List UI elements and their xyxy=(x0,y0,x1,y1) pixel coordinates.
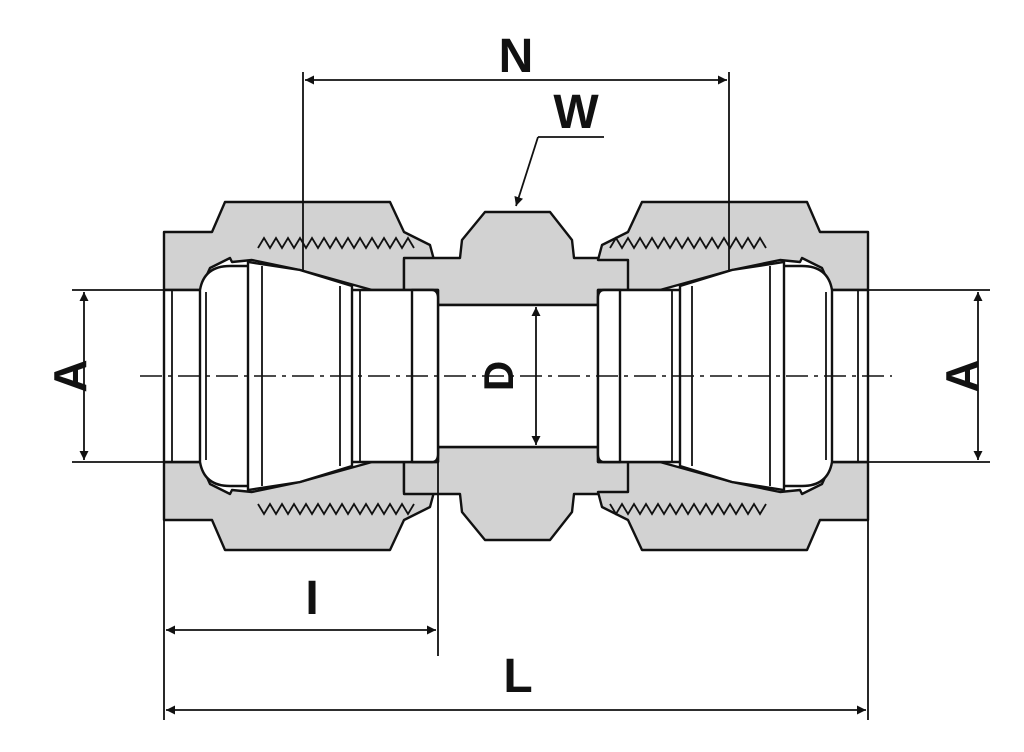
label-a-right: A xyxy=(936,359,988,392)
thread-right-upper xyxy=(609,236,767,250)
dimension-d: D xyxy=(475,307,541,445)
fitting-lower-half-direct xyxy=(162,445,870,552)
thread-right-lower xyxy=(609,502,767,516)
label-n: N xyxy=(499,30,534,83)
thread-left-upper xyxy=(257,236,415,250)
label-w: W xyxy=(553,86,599,139)
dimension-a-right: A xyxy=(868,289,990,463)
dimension-n: N xyxy=(302,30,730,272)
label-i: I xyxy=(305,572,318,625)
right-back-ferrule xyxy=(678,260,786,492)
dimension-a-left: A xyxy=(44,289,164,463)
label-l: L xyxy=(503,650,532,703)
thread-left-lower xyxy=(257,502,415,516)
label-d: D xyxy=(475,361,522,391)
label-a-left: A xyxy=(44,359,96,392)
dimension-i: I xyxy=(163,462,439,720)
fitting-upper-half xyxy=(162,200,870,307)
dimension-w: W xyxy=(514,86,604,207)
dimension-l: L xyxy=(166,500,869,720)
